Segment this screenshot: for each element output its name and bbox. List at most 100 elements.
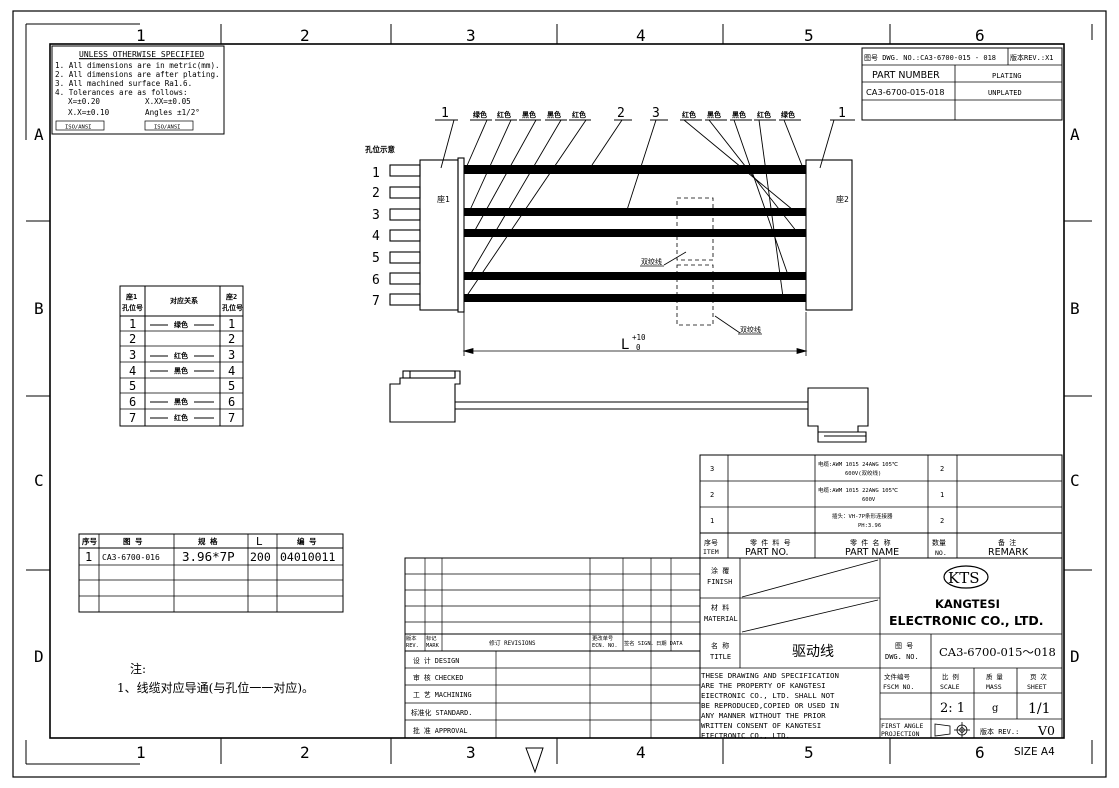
projection-label-2: PROJECTION [881,730,920,738]
pin-position-title: 孔位示意 [365,144,395,154]
projection-symbol-right [144,120,194,131]
property-line-3: EIECTRONIC CO., LTD. SHALL NOT [701,691,835,700]
variant-row-1-spec: 3.96*7P [182,549,235,564]
dwg-no-value: CA3-6700-015～018 [939,645,1056,659]
pin-table-a-1: 1 [129,317,136,331]
wire-pin-4 [464,229,806,237]
bom-row-3-desc-2: 600V(双绞线) [845,469,881,477]
projection-symbol-left-text: ISO/ANSI [65,125,92,131]
rev-col-date: 日期 DATA [656,640,683,647]
col-label-bot-3: 3 [466,743,476,762]
row-label-left-c: C [34,471,44,490]
rev-col-rev-cn: 版本 [406,634,417,642]
role-checked: 审 核 CHECKED [413,673,463,682]
revision-block: 版本 REV. 标记 MARK 修订 REVISIONS 更改单号 ECN. N… [404,557,701,739]
pin-table-c-7: 红色 [174,413,188,422]
row-label-left-a: A [34,125,44,144]
row-label-left-b: B [34,299,44,318]
row-label-right-d: D [1070,647,1080,666]
role-standard: 标准化 STANDARD. [411,708,472,717]
dimension-l: L [621,337,629,353]
tolerance-heading: UNLESS OTHERWISE SPECIFIED [79,50,204,59]
pin-table-a-2: 2 [129,332,136,346]
tolerance-line-4: 4. Tolerances are as follows: [55,88,188,97]
bom-header-name-en: PART NAME [845,547,899,558]
notes-heading: 注: [130,661,146,676]
tolerance-x0: X=±0.20 [68,97,100,106]
property-text: THESE DRAWING AND SPECIFICATION ARE THE … [701,671,839,740]
variant-table: 序号 图 号 规 格 L 编 号 1 CA3-6700-016 3.96*7P … [78,533,344,613]
rev-col-mark-cn: 标记 [426,634,437,642]
property-line-1: THESE DRAWING AND SPECIFICATION [701,671,839,680]
left-leaders [435,119,668,298]
variant-row-1-dwg: CA3-6700-016 [102,553,160,562]
row-label-right-b: B [1070,299,1080,318]
balloon-1-left: 1 [441,106,449,121]
rev-label-bottom: 版本 REV.: [980,727,1019,736]
part-number-value: CA3-6700-015-018 [866,87,945,97]
bom-header-remark-cn: 备 注 [998,538,1016,547]
twisted-pair-box-1 [676,197,714,261]
rev-col-mark-en: MARK [426,643,440,649]
pin-table-header-left-2: 孔位号 [122,303,143,312]
pin-table-b-2: 2 [228,332,235,346]
pin-table-c-1: 绿色 [174,320,188,329]
pin-table-b-7: 7 [228,411,235,425]
rev-col-revisions: 修订 REVISIONS [489,639,536,647]
pin-number-2: 2 [372,186,380,201]
col-label-top-2: 2 [300,26,310,45]
pin-number-1: 1 [372,166,380,181]
bom-row-3-qty: 2 [940,465,944,473]
pin-table-b-1: 1 [228,317,235,331]
col-label-top-5: 5 [804,26,814,45]
pin-table-c-3: 红色 [174,351,188,360]
sheet-size: SIZE A4 [1014,746,1055,758]
mass-value: g [992,703,999,714]
row-label-left-d: D [34,647,44,666]
col-label-bot-5: 5 [804,743,814,762]
dimension-tol-lower: 0 [636,343,641,352]
column-labels: 1 2 3 4 5 6 1 2 3 4 5 6 [136,26,985,762]
col-label-top-1: 1 [136,26,146,45]
projection-symbol-right-text: ISO/ANSI [154,125,181,131]
role-approval: 批 准 APPROVAL [413,726,468,735]
pin-table: 座1 孔位号 对应关系 座2 孔位号 1 2 3 4 5 6 7 1 2 3 4… [119,285,244,427]
property-line-5: ANY MANNER WITHOUT THE PRIOR [701,711,826,720]
plating-label: PLATING [992,72,1022,80]
tolerance-line-1: 1. All dimensions are in metric(mm). [55,61,220,70]
pin-table-a-4: 4 [129,364,136,378]
wires [464,165,806,302]
bom-header-name-cn: 零 件 名 称 [850,538,891,547]
finish-label-en: FINISH [707,578,732,586]
tolerance-line-3: 3. All machined surface Ra1.6. [55,79,192,88]
dimension-tol-upper: +10 [632,333,646,342]
tolerance-x00: X.XX=±0.05 [145,97,191,106]
bom-row-3-desc-1: 电缆:AWM 1015 24AWG 105℃ [818,460,899,468]
variant-header-spec: 规 格 [198,536,218,546]
title-top: 图号 DWG. NO.:CA3-6700-015 - 018 版本REV.:X1… [861,47,1063,121]
col-label-bot-2: 2 [300,743,310,762]
col-label-top-3: 3 [466,26,476,45]
rev-col-sign: 签名 SIGN. [624,639,654,647]
wire-pin-7 [464,294,806,302]
bom-header-qty-cn: 数量 [932,538,946,547]
pin-table-a-7: 7 [129,411,136,425]
length-dimension [462,312,808,356]
pin-table-header-mid: 对应关系 [170,296,198,305]
title-label-en: TITLE [710,653,731,661]
bom-header-remark-en: REMARK [988,547,1029,558]
pin-table-c-4: 黑色 [174,366,188,375]
bom-row-1-desc-1: 插头：VH-7P条形连接器 [832,512,893,520]
company-logo-text: KTS [948,569,980,587]
bom-header-item-cn: 序号 [704,538,718,547]
left-connector [389,157,465,313]
pin-table-b-5: 5 [228,379,235,393]
twisted-pair-label-2: 双绞线 [740,325,761,334]
bom-row-1-item: 1 [710,517,714,525]
left-color-4: 黑色 [547,110,561,119]
bom-row-2-qty: 1 [940,491,944,499]
title-label-cn: 名 称 [711,641,729,650]
bom-header-qty-en: NO. [935,549,947,557]
pin-table-header-right-2: 孔位号 [222,303,243,312]
